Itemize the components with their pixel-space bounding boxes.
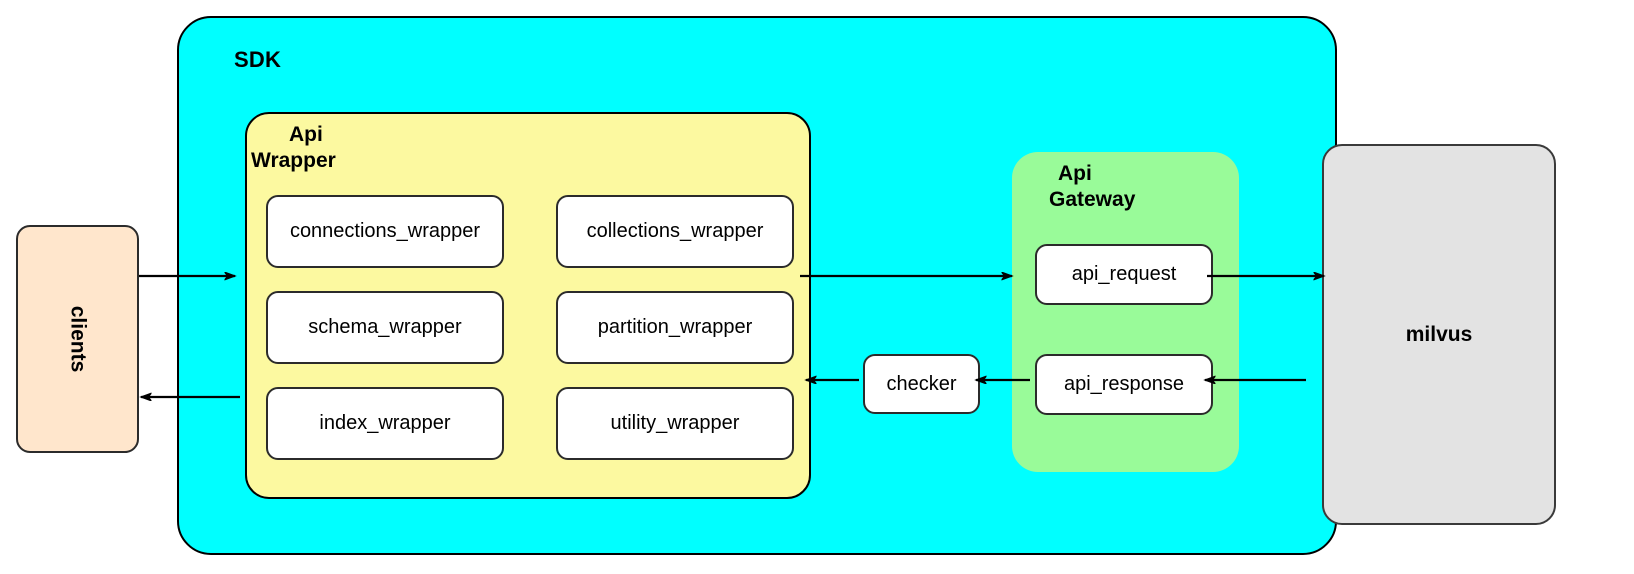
api-wrapper-label: Api Wrapper — [251, 122, 419, 175]
milvus-label: milvus — [1405, 322, 1473, 346]
module-schema-wrapper[interactable]: schema_wrapper — [266, 291, 504, 364]
checker-node[interactable]: checker — [863, 354, 980, 414]
module-label: partition_wrapper — [597, 316, 753, 338]
module-label: schema_wrapper — [308, 316, 462, 338]
module-index-wrapper[interactable]: index_wrapper — [266, 387, 504, 460]
clients-node[interactable]: clients — [16, 225, 139, 453]
api-gateway-label: Api Gateway — [1049, 161, 1198, 214]
api-wrapper-label-line2: Wrapper — [251, 149, 336, 173]
module-label: api_response — [1063, 373, 1185, 395]
checker-label: checker — [886, 372, 957, 395]
api-gateway-container[interactable]: Api Gateway api_request api_response — [1012, 152, 1239, 472]
module-label: utility_wrapper — [610, 412, 740, 434]
module-label: connections_wrapper — [289, 220, 481, 242]
module-api-response[interactable]: api_response — [1035, 354, 1213, 415]
module-utility-wrapper[interactable]: utility_wrapper — [556, 387, 794, 460]
api-wrapper-label-line1: Api — [289, 123, 323, 146]
milvus-node[interactable]: milvus — [1322, 144, 1556, 525]
sdk-container[interactable]: SDK Api Wrapper connections_wrapper coll… — [177, 16, 1337, 555]
sdk-label: SDK — [234, 47, 282, 72]
module-partition-wrapper[interactable]: partition_wrapper — [556, 291, 794, 364]
module-collections-wrapper[interactable]: collections_wrapper — [556, 195, 794, 268]
api-gateway-label-line2: Gateway — [1049, 188, 1136, 212]
module-label: index_wrapper — [319, 412, 451, 434]
module-api-request[interactable]: api_request — [1035, 244, 1213, 305]
module-connections-wrapper[interactable]: connections_wrapper — [266, 195, 504, 268]
api-wrapper-container[interactable]: Api Wrapper connections_wrapper collecti… — [245, 112, 811, 499]
api-gateway-label-line1: Api — [1058, 162, 1092, 185]
module-label: api_request — [1071, 263, 1177, 285]
module-label: collections_wrapper — [586, 220, 764, 242]
